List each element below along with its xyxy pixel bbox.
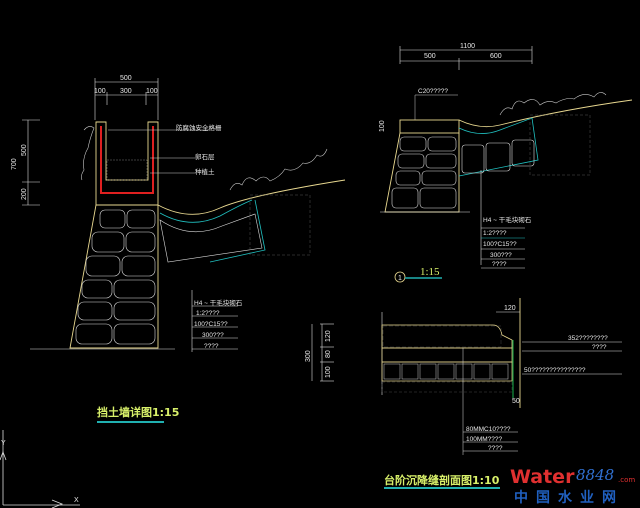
step-joint-section: 300 120 80 100 120 50 352???????? ???? 5… (305, 298, 622, 489)
dim-side: 100 (379, 120, 386, 132)
dim-b: 80 (325, 350, 332, 358)
layer-2: 1:2???? (196, 310, 220, 317)
section-mark: 1 (398, 275, 402, 282)
layer-4: 300??? (490, 252, 512, 259)
wall-section-detail: 1100 500 600 C20????? 100 H4 ~ 干毛块砌石 1:2… (379, 43, 633, 283)
dim-side-total: 700 (11, 158, 18, 170)
layer-5: ???? (204, 343, 219, 350)
watermark-number: 8848 (576, 466, 614, 484)
section-scale: 1:15 (420, 266, 440, 278)
callout-1: 352???????? (568, 335, 608, 342)
callout-pebble: 卵石层 (195, 152, 215, 161)
dim-side-upper: 500 (21, 144, 28, 156)
dim-b: 600 (490, 53, 502, 60)
callout-2: ???? (592, 344, 607, 351)
dim-total: 300 (305, 350, 312, 362)
callout-soil: 种植土 (195, 167, 215, 176)
callout-3: 50??????????????? (524, 367, 586, 374)
dim-bottom: 50 (512, 398, 520, 405)
watermark-logo: Water 8848 .com 中国水业网 (510, 466, 635, 506)
retaining-wall-detail: 500 100 300 100 700 500 200 防腐蚀安全格栅 卵石层 … (11, 75, 346, 423)
watermark-cn: 中国水业网 (514, 489, 624, 506)
layer-1: H4 ~ 干毛块砌石 (483, 215, 532, 224)
dim-top: 120 (504, 305, 516, 312)
dim-c: 100 (146, 88, 158, 95)
layer-2: 100MM???? (466, 436, 503, 443)
watermark-domain: .com (618, 476, 635, 484)
ucs-x-label: X (74, 497, 79, 504)
layer-2: 1:2???? (483, 230, 507, 237)
ucs-y-label: Y (1, 440, 6, 447)
retaining-wall-title: 挡土墙详图1:15 (97, 405, 179, 419)
dim-a: 120 (325, 330, 332, 342)
layer-3: 100?C15?? (483, 241, 517, 248)
watermark-brand: Water (510, 466, 575, 488)
layer-1: 80MMC10???? (466, 426, 511, 433)
dim-total: 1100 (460, 43, 475, 50)
dim-a: 500 (424, 53, 436, 60)
dim-b: 300 (120, 88, 132, 95)
callout-c20: C20????? (418, 88, 448, 95)
dim-side-lower: 200 (21, 188, 28, 200)
layer-1: H4 ~ 干毛块砌石 (194, 298, 243, 307)
dim-a: 100 (94, 88, 106, 95)
layer-3: 100?C15?? (194, 321, 228, 328)
layer-3: ???? (488, 445, 503, 452)
layer-5: ???? (492, 261, 507, 268)
dim-total-width: 500 (120, 75, 132, 82)
ucs-icon: Y X (0, 430, 80, 508)
layer-4: 300??? (202, 332, 224, 339)
section-mark-circle (394, 271, 406, 283)
dim-c: 100 (325, 366, 332, 378)
callout-grating: 防腐蚀安全格栅 (176, 123, 222, 132)
step-joint-title: 台阶沉降缝剖面图1:10 (384, 473, 500, 487)
